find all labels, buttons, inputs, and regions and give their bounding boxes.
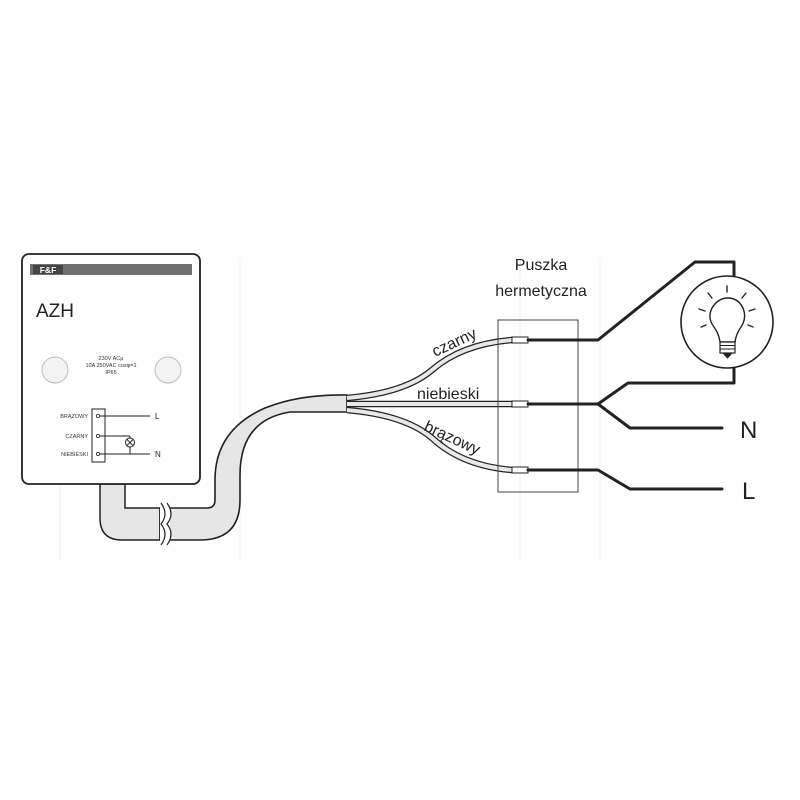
output-wires (526, 260, 736, 491)
knockout-left (41, 356, 69, 384)
supply-live-label: L (742, 478, 755, 505)
wire-to-lamp-live (526, 260, 736, 342)
spec-rating: 10A 250VAC cosφ=1 (85, 363, 136, 369)
cable-cores (346, 336, 529, 474)
terminal-label-blue: NIEBIESKI (61, 452, 88, 458)
junction-box-title-line2: hermetyczna (495, 283, 587, 300)
device-model: AZH (36, 301, 74, 322)
device-cable (99, 483, 161, 541)
device-housing (21, 253, 201, 485)
terminal-dot-black (96, 433, 101, 438)
terminal-L-label: L (155, 412, 160, 421)
wire-neutral-to-lamp (526, 364, 736, 406)
junction-box-outline (497, 319, 579, 493)
flexible-cable (159, 394, 348, 546)
wire-label-blue: niebieski (417, 386, 479, 403)
lightbulb-icon (680, 275, 774, 369)
bulb-base (719, 341, 736, 354)
wire-live-supply (526, 468, 724, 491)
terminal-label-black: CZARNY (65, 434, 88, 440)
supply-neutral-label: N (740, 417, 757, 444)
brand-logo-box (33, 265, 63, 274)
spec-ip: IP65 (105, 370, 116, 376)
bulb-glass (709, 297, 746, 343)
terminal-dot-blue (96, 451, 101, 456)
wire-neutral-supply (596, 402, 724, 430)
lamp-symbol-icon (125, 437, 135, 448)
azh-device: F&F AZH 230V ACµ 10A 250VAC cosφ=1 IP65 … (21, 253, 201, 541)
terminal-N-label: N (155, 450, 161, 459)
terminal-label-brown: BRĄZOWY (60, 414, 88, 420)
terminal-dot-brown (96, 413, 101, 418)
brand-logo: F&F (40, 265, 57, 275)
tip-black (511, 336, 529, 344)
tip-brown (511, 466, 529, 474)
brand-bar (30, 264, 192, 275)
cable-sheath (159, 394, 348, 541)
bulb-rays (698, 285, 756, 328)
spec-voltage: 230V ACµ (99, 356, 125, 362)
internal-schematic: BRĄZOWY CZARNY NIEBIESKI L N (60, 408, 161, 463)
junction-box: Puszka hermetyczna (495, 257, 587, 493)
knockout-right (154, 356, 182, 384)
tip-blue (511, 400, 529, 408)
junction-box-title-line1: Puszka (515, 257, 568, 274)
cable-break-mark (160, 502, 172, 546)
